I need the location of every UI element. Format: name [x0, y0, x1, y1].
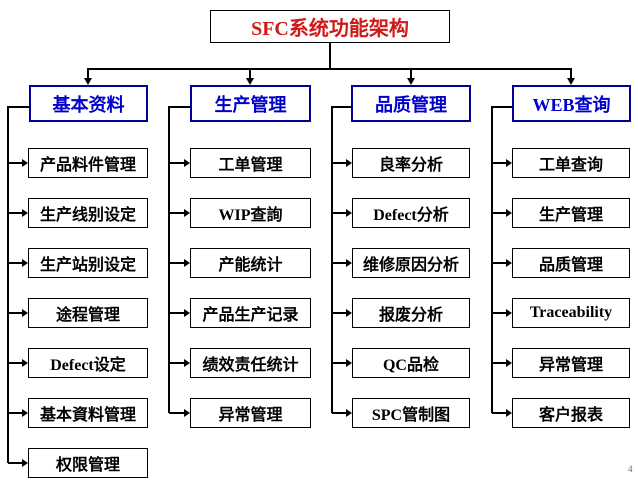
- tree-node: QC品检: [352, 348, 470, 378]
- tree-node: 生产线别设定: [28, 198, 148, 228]
- tree-node: 绩效责任统计: [190, 348, 311, 378]
- tree-node: 异常管理: [512, 348, 630, 378]
- corner-page-number: 4: [628, 464, 633, 474]
- tree-node: 工单查询: [512, 148, 630, 178]
- header-production-management: 生产管理: [190, 85, 311, 122]
- header-basic-data: 基本资料: [29, 85, 148, 122]
- tree-node: SPC管制图: [352, 398, 470, 428]
- tree-node: 权限管理: [28, 448, 148, 478]
- tree-node: 维修原因分析: [352, 248, 470, 278]
- tree-node: 异常管理: [190, 398, 311, 428]
- tree-node: 途程管理: [28, 298, 148, 328]
- tree-node: Defect设定: [28, 348, 148, 378]
- tree-node: 良率分析: [352, 148, 470, 178]
- diagram-title: SFC系统功能架构: [210, 10, 450, 43]
- tree-node: 产能统计: [190, 248, 311, 278]
- tree-node: 产品生产记录: [190, 298, 311, 328]
- tree-node: 工单管理: [190, 148, 311, 178]
- tree-node: 生产站别设定: [28, 248, 148, 278]
- tree-node: Defect分析: [352, 198, 470, 228]
- tree-node: 报废分析: [352, 298, 470, 328]
- tree-node: 客户报表: [512, 398, 630, 428]
- tree-node: 基本資料管理: [28, 398, 148, 428]
- tree-node: WIP查詢: [190, 198, 311, 228]
- tree-node: 产品料件管理: [28, 148, 148, 178]
- header-web-query: WEB查询: [512, 85, 631, 122]
- tree-node: 生产管理: [512, 198, 630, 228]
- header-quality-management: 品质管理: [351, 85, 471, 122]
- tree-node: 品质管理: [512, 248, 630, 278]
- tree-node: Traceability: [512, 298, 630, 328]
